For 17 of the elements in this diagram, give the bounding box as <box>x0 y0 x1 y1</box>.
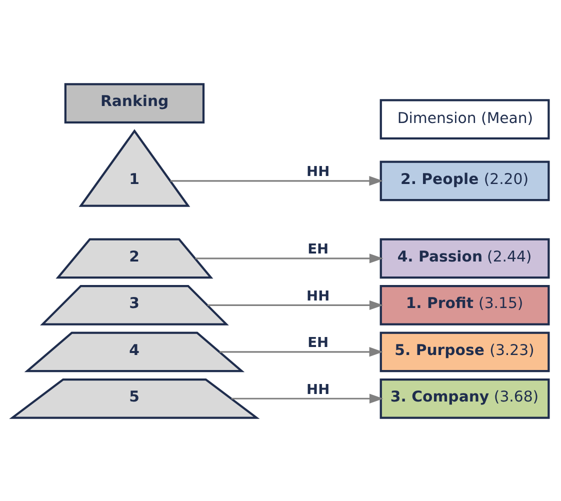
arrow <box>220 346 384 356</box>
arrow <box>208 300 384 310</box>
node-box: Ranking <box>64 82 205 124</box>
node-box: 2. People (2.20) <box>380 160 550 201</box>
edge-label: HH <box>306 164 330 180</box>
node-box: Dimension (Mean) <box>380 98 550 139</box>
edge-label: EH <box>308 241 329 258</box>
node-box: 1. Profit (3.15) <box>380 284 550 325</box>
arrow <box>231 393 384 403</box>
edge-label: EH <box>308 334 329 351</box>
node-box: 3. Company (3.68) <box>380 378 550 418</box>
node-box: 5. Purpose (3.23) <box>380 331 550 372</box>
node-box: 4. Passion (2.44) <box>380 238 550 278</box>
arrow <box>195 253 384 263</box>
edge-label: HH <box>306 288 330 304</box>
arrow <box>170 176 384 186</box>
edge-label: HH <box>306 381 330 398</box>
